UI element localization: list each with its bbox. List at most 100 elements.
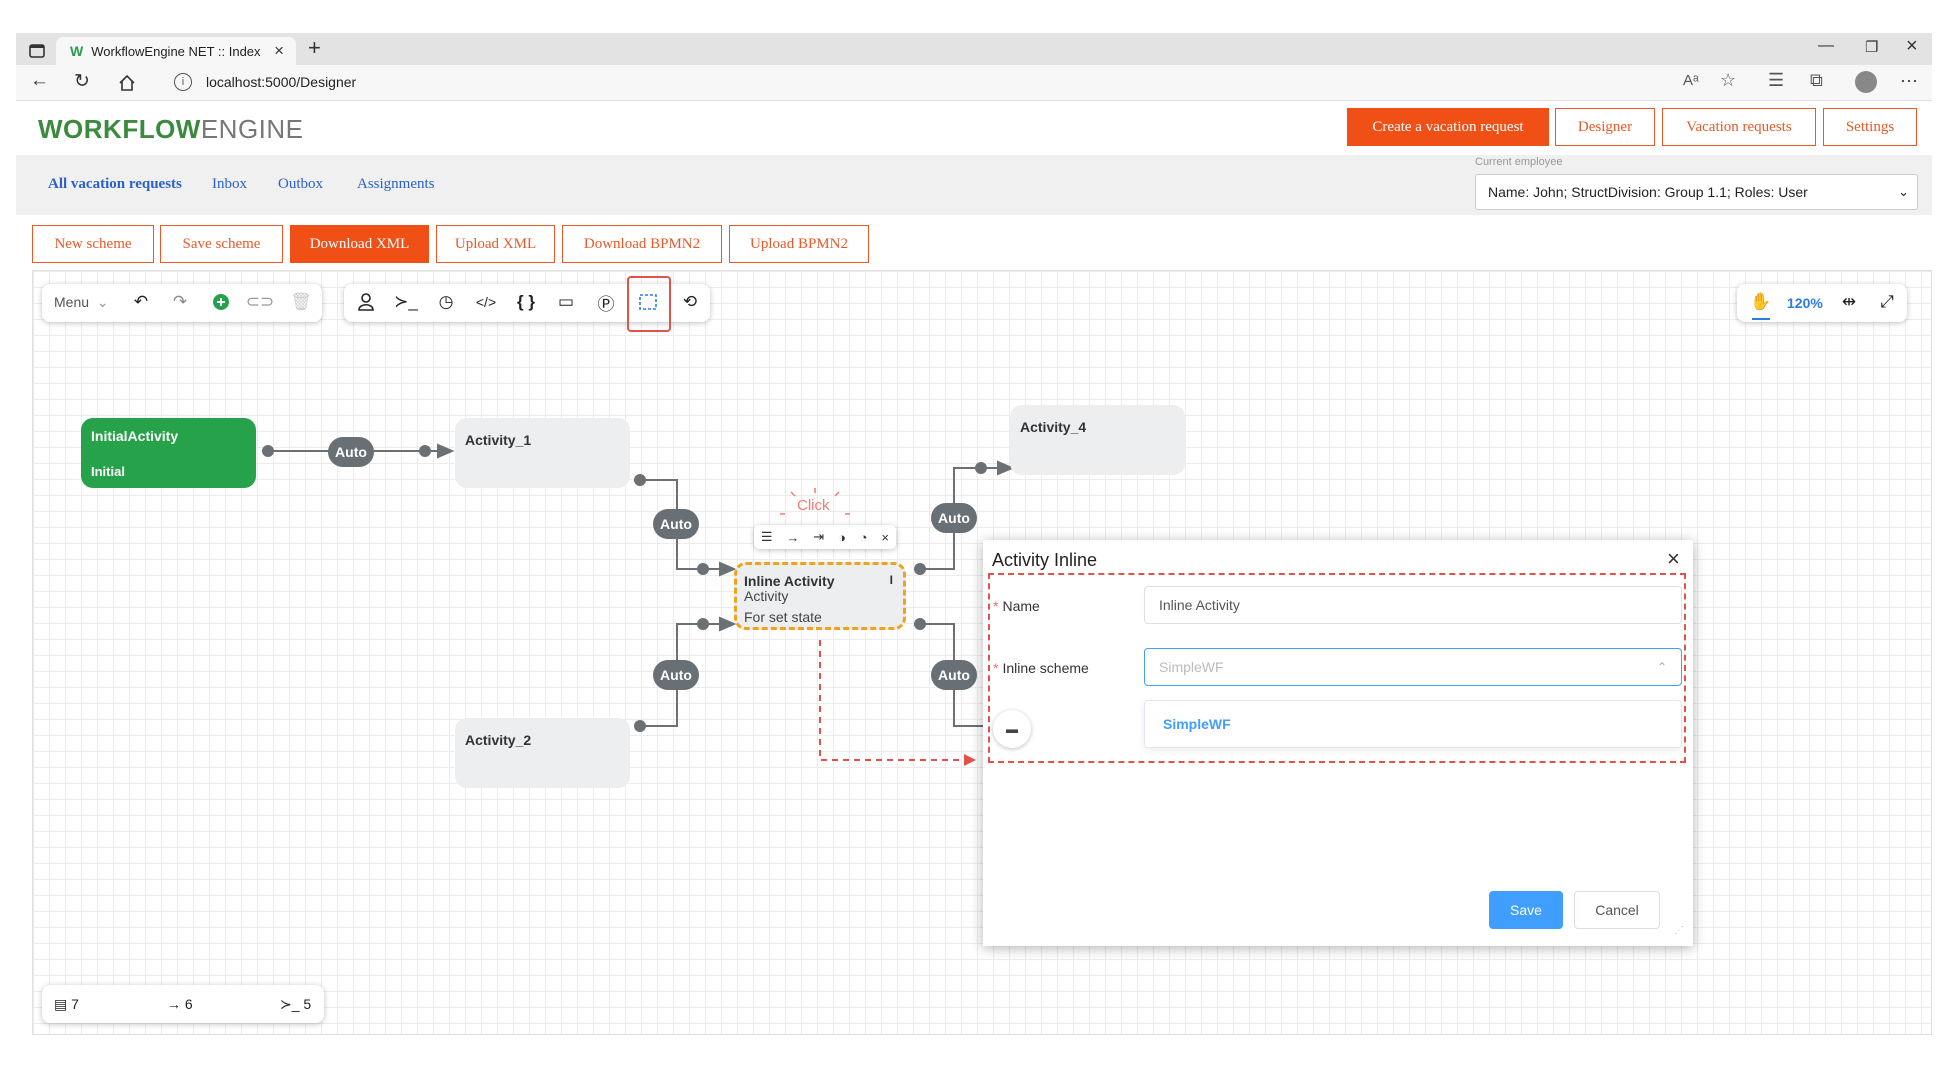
- save-scheme-button[interactable]: Save scheme: [160, 225, 283, 263]
- reload-icon[interactable]: ↻: [74, 71, 90, 92]
- inline-scheme-select[interactable]: SimpleWF ⌃: [1144, 648, 1682, 686]
- browser-toolbar: [16, 65, 1932, 101]
- transition-auto-label[interactable]: Auto: [328, 437, 374, 467]
- close-window-icon[interactable]: ×: [1906, 35, 1918, 57]
- comment-bubble-icon[interactable]: ▬: [993, 710, 1031, 748]
- inline-scheme-icon[interactable]: [635, 288, 661, 316]
- vacation-requests-button[interactable]: Vacation requests: [1662, 108, 1816, 146]
- minimize-icon[interactable]: —: [1818, 37, 1834, 54]
- activity-initial-subtitle: Initial: [91, 464, 125, 479]
- redo-icon[interactable]: ↷: [172, 292, 188, 311]
- add-activity-icon[interactable]: [208, 288, 234, 316]
- activities-count: ▤ 7: [54, 995, 79, 1012]
- arrow-right-icon[interactable]: →: [786, 529, 800, 545]
- more-icon[interactable]: ···: [1900, 70, 1918, 90]
- name-label: *Name: [993, 598, 1040, 614]
- transition-auto-label[interactable]: Auto: [653, 660, 699, 690]
- sliders-icon[interactable]: ☰: [760, 529, 773, 544]
- activity-2[interactable]: Activity_2: [455, 718, 630, 788]
- palette-icon[interactable]: ◔: [859, 529, 868, 545]
- menu-label: Menu: [54, 294, 90, 310]
- browser-tab-bar: [16, 33, 1932, 65]
- nav-outbox[interactable]: Outbox: [278, 176, 323, 192]
- transition-auto-label[interactable]: Auto: [653, 509, 699, 539]
- employee-select[interactable]: Name: John; StructDivision: Group 1.1; R…: [1475, 174, 1918, 210]
- restore-icon[interactable]: ❐: [1865, 39, 1879, 56]
- name-field[interactable]: Inline Activity: [1144, 586, 1682, 624]
- toolbar-tools-group: [344, 284, 710, 322]
- new-tab-icon[interactable]: +: [308, 35, 321, 60]
- nav-inbox[interactable]: Inbox: [212, 176, 247, 192]
- activity-initial[interactable]: InitialActivity Initial: [81, 418, 256, 488]
- toggle-icon[interactable]: ◑: [838, 529, 846, 545]
- collections-icon[interactable]: ⧉: [1810, 70, 1823, 90]
- nav-all-vacation-requests[interactable]: All vacation requests: [48, 176, 182, 192]
- toggle-icon[interactable]: ⊂⊃: [245, 292, 275, 311]
- fullscreen-icon[interactable]: ⤢: [1880, 292, 1894, 311]
- transition-auto-label[interactable]: Auto: [931, 503, 977, 533]
- history-icon[interactable]: ⟲: [682, 292, 698, 311]
- inline-tool-highlight: [627, 276, 671, 332]
- activity-inline-marker: I: [889, 573, 893, 587]
- tab-actions-icon[interactable]: [26, 40, 48, 62]
- favorites-icon[interactable]: ☰: [1768, 70, 1785, 90]
- read-aloud-icon[interactable]: Aᵃ: [1683, 72, 1699, 89]
- hand-icon[interactable]: ✋: [1750, 292, 1772, 311]
- resize-handle-icon[interactable]: ⋰: [1674, 925, 1684, 936]
- save-button[interactable]: Save: [1489, 891, 1563, 929]
- stats-panel: ▤ 7 → 6 ≻_ 5: [42, 985, 324, 1023]
- home-icon[interactable]: [116, 72, 138, 94]
- inline-scheme-label: *Inline scheme: [993, 660, 1089, 676]
- activity-4[interactable]: Activity_4: [1010, 405, 1185, 475]
- url-text[interactable]: localhost:5000/Designer: [206, 74, 357, 90]
- activity-1[interactable]: Activity_1: [455, 418, 630, 488]
- inline-icon[interactable]: ⇥: [813, 529, 825, 544]
- highlight-frame: [988, 573, 1686, 763]
- settings-button[interactable]: Settings: [1823, 108, 1917, 146]
- parameters-icon[interactable]: { }: [517, 292, 535, 311]
- close-dialog-icon[interactable]: ×: [1667, 546, 1680, 571]
- inline-scheme-option[interactable]: SimpleWF: [1163, 716, 1231, 732]
- chevron-down-icon: ⌄: [1898, 184, 1909, 199]
- employee-select-value: Name: John; StructDivision: Group 1.1; R…: [1488, 184, 1808, 200]
- menu-dropdown[interactable]: Menu ⌄: [54, 294, 109, 311]
- close-icon[interactable]: ×: [881, 529, 890, 545]
- favorite-add-icon[interactable]: ☆: [1720, 70, 1737, 90]
- back-icon[interactable]: ←: [30, 70, 49, 91]
- code-icon[interactable]: </>: [475, 294, 497, 310]
- upload-xml-button[interactable]: Upload XML: [436, 225, 555, 263]
- designer-button[interactable]: Designer: [1555, 108, 1655, 146]
- profile-icon[interactable]: [1855, 71, 1877, 93]
- activity-inline-type: Activity: [744, 588, 789, 604]
- cancel-button[interactable]: Cancel: [1574, 891, 1660, 929]
- browser-tab[interactable]: W WorkflowEngine NET :: Index ×: [56, 37, 296, 65]
- create-vacation-request-button[interactable]: Create a vacation request: [1347, 108, 1549, 146]
- activity-inline[interactable]: Inline Activity I Activity For set state: [734, 562, 906, 630]
- delete-icon[interactable]: 🗑: [290, 292, 312, 311]
- click-hint: Click: [797, 497, 830, 514]
- undo-icon[interactable]: ↶: [133, 292, 149, 311]
- commands-count: ≻_ 5: [280, 995, 312, 1012]
- logo[interactable]: WORKFLOWENGINE: [38, 114, 304, 144]
- new-scheme-button[interactable]: New scheme: [32, 225, 154, 263]
- activity-4-title: Activity_4: [1020, 419, 1087, 435]
- nav-assignments[interactable]: Assignments: [357, 176, 435, 192]
- close-tab-icon[interactable]: ×: [274, 41, 284, 60]
- command-icon: ≻_: [280, 995, 300, 1012]
- upload-bpmn2-button[interactable]: Upload BPMN2: [729, 225, 869, 263]
- transition-auto-label[interactable]: Auto: [931, 660, 977, 690]
- process-info-icon[interactable]: Ⓟ: [597, 294, 615, 314]
- download-xml-button[interactable]: Download XML: [290, 225, 429, 263]
- timer-icon[interactable]: ◷: [438, 292, 454, 311]
- comment-icon[interactable]: ▭: [557, 292, 575, 311]
- zoom-level[interactable]: 120%: [1787, 295, 1823, 311]
- hand-active-indicator: [1752, 318, 1770, 320]
- site-info-icon[interactable]: i: [174, 73, 192, 91]
- actor-icon[interactable]: [353, 288, 379, 316]
- fit-width-icon[interactable]: ⇹: [1841, 292, 1857, 311]
- arrow-right-icon: →: [167, 996, 181, 1012]
- command-icon[interactable]: ≻_: [394, 292, 418, 311]
- download-bpmn2-button[interactable]: Download BPMN2: [562, 225, 722, 263]
- activity-1-title: Activity_1: [465, 432, 532, 448]
